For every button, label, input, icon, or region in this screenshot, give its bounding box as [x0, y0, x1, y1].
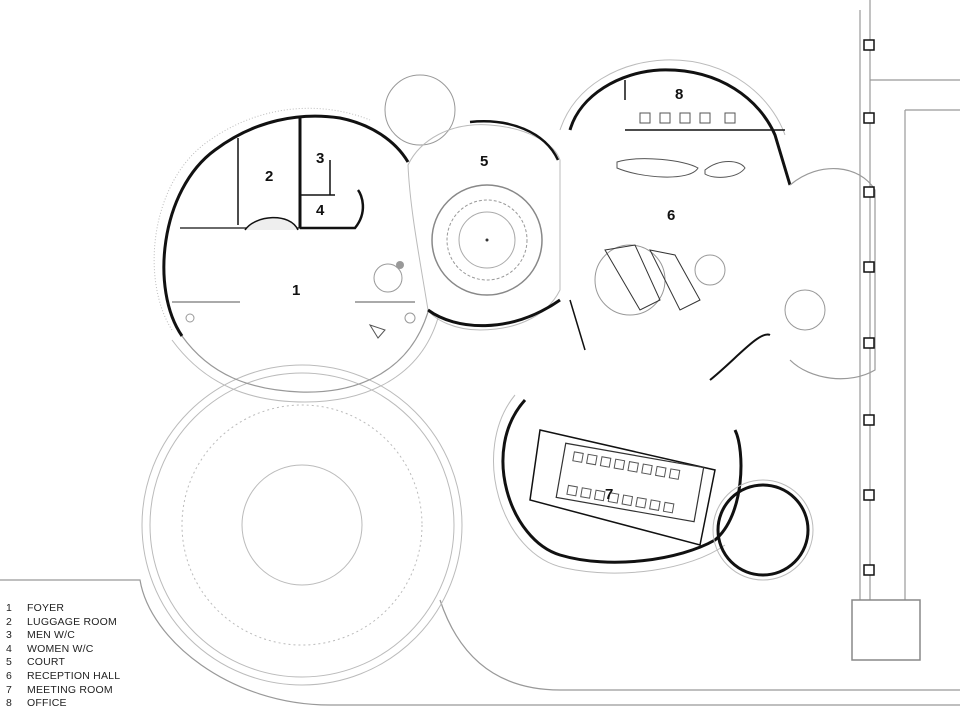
- legend-number: 6: [6, 669, 13, 682]
- entrance-block: [851, 599, 921, 661]
- legend-number: 8: [6, 697, 13, 710]
- room-number-4: 4: [316, 202, 325, 219]
- legend-label: WOMEN W/C: [27, 642, 94, 655]
- room-number-5: 5: [480, 153, 488, 170]
- court-room: [384, 74, 561, 331]
- legend-row: 6 RECEPTION HALL: [6, 670, 120, 684]
- legend-row: 5 COURT: [6, 656, 120, 670]
- room-number-1: 1: [292, 282, 300, 299]
- room-numbers: 1 2 3 4 5 6 7 8: [265, 86, 683, 503]
- legend-number: 7: [6, 683, 13, 696]
- legend-label: MEN W/C: [27, 629, 76, 642]
- room-number-6: 6: [667, 207, 675, 224]
- legend-number: 3: [6, 629, 13, 642]
- legend-row: 8 OFFICE: [6, 697, 120, 711]
- room-number-8: 8: [675, 86, 683, 103]
- legend-number: 4: [6, 642, 13, 655]
- legend-label: COURT: [27, 656, 66, 669]
- legend-label: LUGGAGE ROOM: [27, 615, 117, 628]
- legend-number: 1: [6, 602, 13, 614]
- legend-row: 3 MEN W/C: [6, 629, 120, 643]
- room-number-3: 3: [316, 150, 324, 167]
- plaza-circles: [141, 364, 463, 686]
- reception-room: [559, 59, 876, 381]
- legend-row: 1 FOYER: [6, 602, 120, 616]
- site-lines: [0, 0, 960, 706]
- legend-number: 5: [6, 656, 13, 669]
- meeting-room: [493, 394, 814, 581]
- foyer-room: [153, 107, 439, 403]
- columns: [863, 39, 875, 576]
- legend-row: 2 LUGGAGE ROOM: [6, 616, 120, 630]
- legend-label: FOYER: [27, 602, 65, 614]
- room-number-2: 2: [265, 168, 273, 185]
- legend-row: 7 MEETING ROOM: [6, 684, 120, 698]
- legend-label: RECEPTION HALL: [27, 669, 121, 682]
- room-number-7: 7: [605, 486, 613, 503]
- room-legend: 1 FOYER 2 LUGGAGE ROOM 3 MEN W/C 4 WOMEN…: [6, 602, 120, 711]
- legend-row: 4 WOMEN W/C: [6, 643, 120, 657]
- legend-label: OFFICE: [27, 697, 67, 710]
- legend-label: MEETING ROOM: [27, 683, 113, 696]
- legend-number: 2: [6, 615, 13, 628]
